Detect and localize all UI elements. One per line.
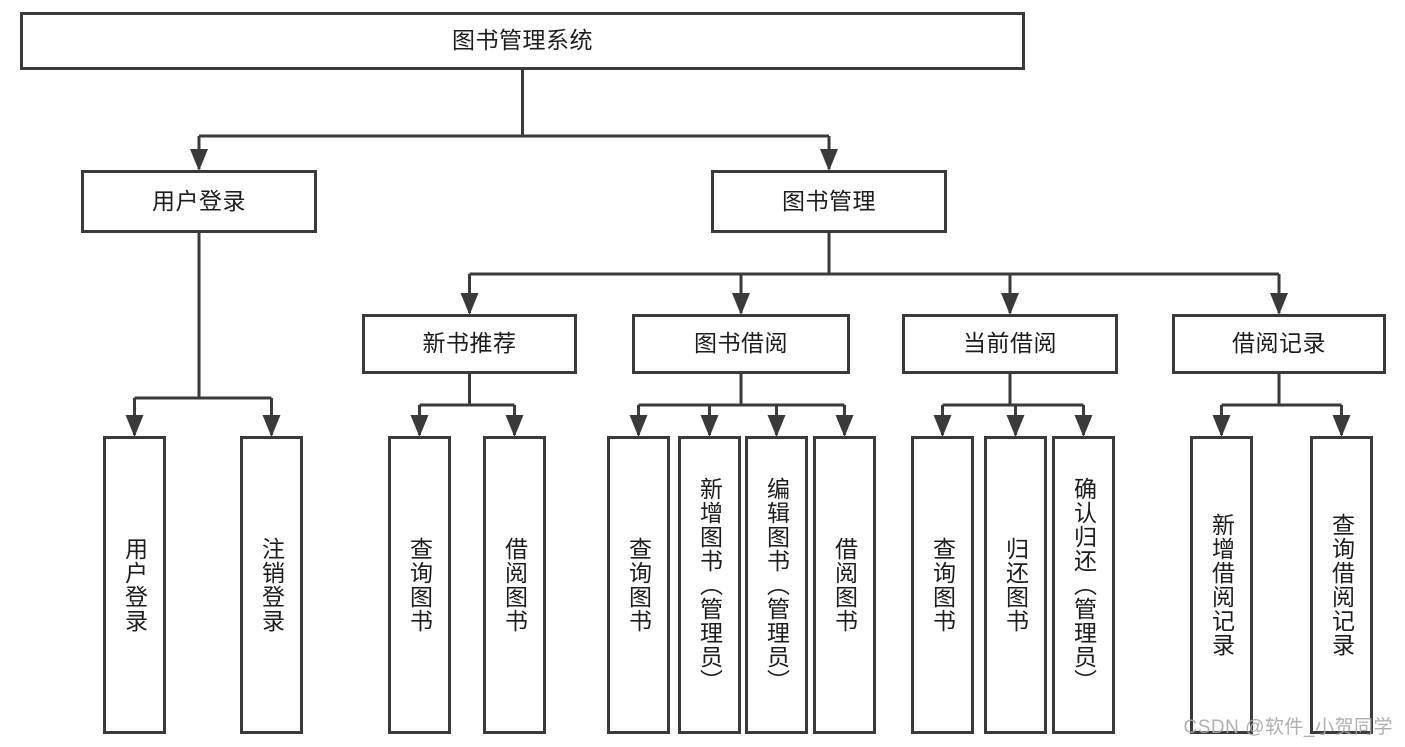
node-book-borrow-box[interactable] — [632, 314, 850, 374]
node-leaf-borrow-book-2-box[interactable] — [813, 436, 876, 734]
edge-book-borrow-arrow-0 — [629, 415, 648, 437]
edge-root-arrow-1 — [820, 149, 838, 171]
node-book-manage-box[interactable] — [711, 170, 947, 233]
box-layer — [20, 12, 1386, 734]
node-root-box[interactable] — [20, 12, 1025, 70]
node-leaf-query-record-box[interactable] — [1310, 436, 1373, 734]
node-user-login-box[interactable] — [81, 170, 317, 233]
edge-borrow-record-arrow-1 — [1332, 415, 1351, 437]
node-leaf-user-login-box[interactable] — [103, 436, 166, 734]
edge-root-arrow-0 — [190, 149, 208, 171]
edge-book-borrow-arrow-1 — [700, 415, 719, 437]
node-leaf-query-book-3-box[interactable] — [911, 436, 974, 734]
edge-current-borrow-arrow-1 — [1006, 415, 1025, 437]
node-leaf-edit-book-box[interactable] — [745, 436, 808, 734]
node-leaf-borrow-book-1-box[interactable] — [483, 436, 546, 734]
node-current-borrow-box[interactable] — [902, 314, 1118, 374]
node-leaf-query-book-1-box[interactable] — [388, 436, 451, 734]
node-borrow-record-box[interactable] — [1172, 314, 1386, 374]
edge-new-book-rec-arrow-1 — [505, 415, 524, 437]
connector-layer — [125, 70, 1351, 437]
edge-book-manage-arrow-3 — [1270, 293, 1288, 315]
edge-book-manage-arrow-1 — [732, 293, 750, 315]
node-leaf-confirm-return-box[interactable] — [1052, 436, 1115, 734]
edge-current-borrow-arrow-2 — [1074, 415, 1093, 437]
edge-book-borrow-arrow-2 — [767, 415, 786, 437]
edge-book-manage-arrow-0 — [460, 293, 479, 315]
edge-new-book-rec-arrow-0 — [410, 415, 429, 437]
node-leaf-return-book-box[interactable] — [984, 436, 1047, 734]
edge-book-manage-arrow-2 — [1001, 293, 1019, 315]
edge-book-borrow-arrow-3 — [835, 415, 854, 437]
edge-user-login-arrow-1 — [262, 415, 281, 437]
edge-user-login-arrow-0 — [125, 415, 144, 437]
node-leaf-add-record-box[interactable] — [1190, 436, 1253, 734]
edge-borrow-record-arrow-0 — [1212, 415, 1231, 437]
edge-current-borrow-arrow-0 — [933, 415, 952, 437]
node-leaf-add-book-box[interactable] — [678, 436, 741, 734]
node-leaf-logout-box[interactable] — [240, 436, 303, 734]
node-new-book-rec-box[interactable] — [362, 314, 577, 374]
node-leaf-query-book-2-box[interactable] — [607, 436, 670, 734]
